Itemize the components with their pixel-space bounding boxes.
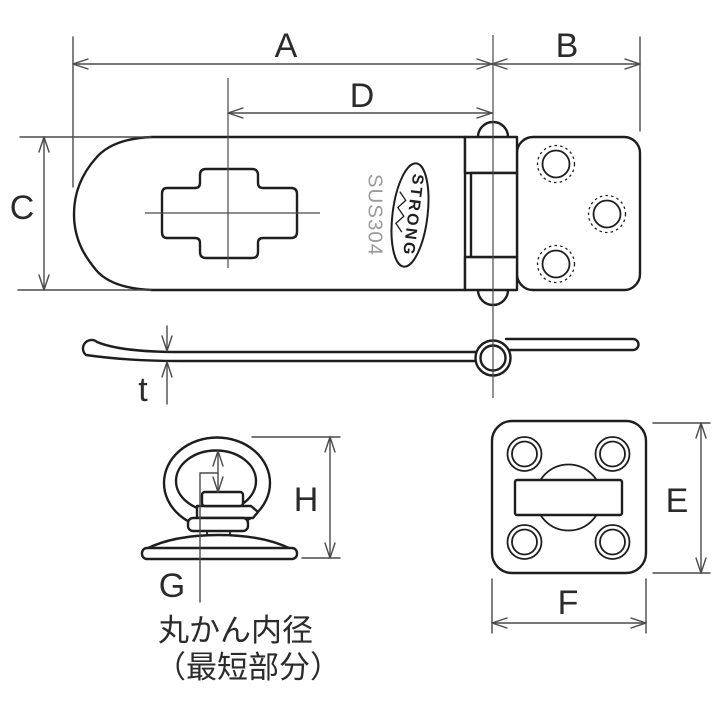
screw-hole — [587, 194, 627, 234]
plate-hole — [594, 436, 631, 472]
hinge-knuckle-top — [463, 135, 519, 175]
screw-hole — [536, 144, 576, 184]
swivel-mid-bar — [195, 504, 260, 520]
plate-hole — [506, 524, 543, 560]
base-dome — [144, 533, 293, 551]
dim-label-t: t — [138, 371, 148, 409]
dimension-f — [491, 617, 647, 629]
base-disc — [140, 546, 299, 561]
hinge-knuckle-bottom — [463, 255, 519, 292]
strong-logo: STRONG — [390, 162, 430, 268]
ring-staple-view — [140, 436, 299, 561]
ring-note-line2: （最短部分） — [155, 650, 341, 685]
dim-label-e: E — [666, 482, 689, 520]
dimension-a-b — [72, 58, 641, 70]
dim-label-g: G — [159, 567, 185, 605]
hinge-plate — [515, 135, 642, 292]
screw-hole — [536, 244, 576, 284]
side-right-strip — [504, 337, 640, 352]
dim-label-h: H — [294, 481, 319, 519]
dimension-h — [324, 436, 336, 559]
dim-label-a: A — [275, 27, 298, 65]
hasp-front-view: SUS304 STRONG — [72, 78, 642, 307]
dimension-d — [227, 107, 493, 119]
swivel-top-bar — [200, 490, 245, 508]
dimension-lines — [17, 36, 711, 634]
plate-hole — [506, 436, 543, 472]
swivel-collar — [186, 516, 250, 533]
ring-note-line1: 丸かん内径 — [158, 613, 313, 648]
dimension-g — [199, 450, 224, 603]
dim-label-f: F — [558, 584, 579, 622]
dimension-e — [695, 422, 707, 574]
dimension-c — [38, 136, 50, 291]
dim-label-b: B — [556, 27, 579, 65]
hasp-side-view — [81, 337, 640, 377]
logo-zigzag — [395, 191, 407, 233]
hinge-knuckle-middle — [469, 171, 519, 259]
material-marking: SUS304 — [364, 174, 387, 256]
side-left-strip — [81, 338, 482, 363]
dim-label-d: D — [350, 77, 375, 115]
plate-hole — [594, 524, 631, 560]
mount-plate-view — [490, 419, 648, 575]
dim-label-c: C — [10, 189, 35, 227]
dimension-t — [161, 325, 173, 405]
swivel-slot — [513, 478, 624, 517]
